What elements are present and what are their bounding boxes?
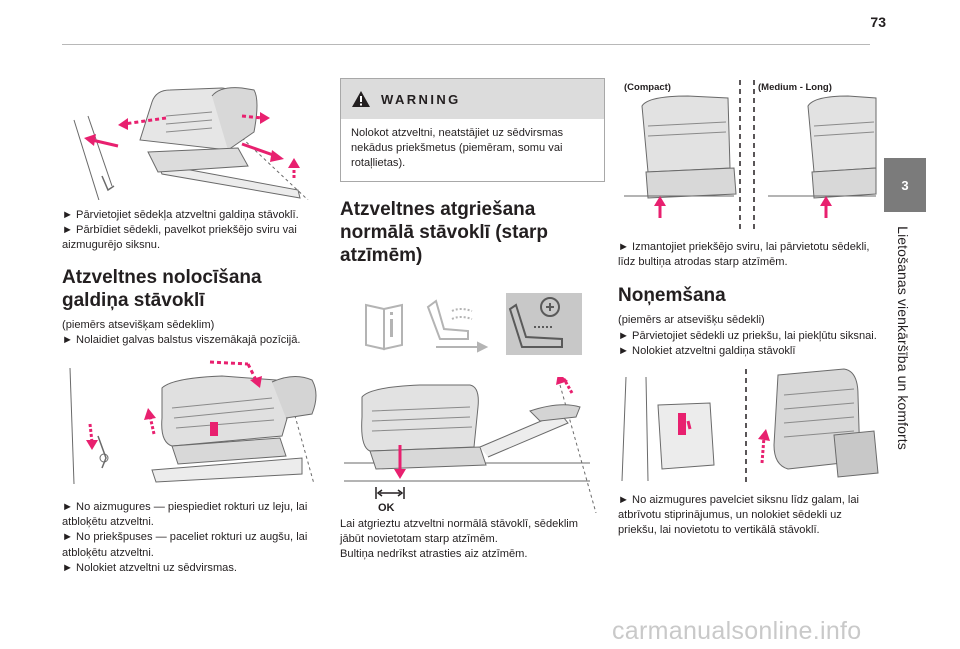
warning-title: WARNING [381, 91, 461, 107]
section-heading-return-normal: Atzveltnes atgriešana normālā stāvoklī (… [340, 198, 605, 267]
instructions-headrest: (piemērs atsevišķam sēdeklim) ► Nolaidie… [62, 318, 327, 348]
step-text: ► No aizmugures — piespiediet rokturi uz… [62, 501, 308, 529]
instructions-markers: Lai atgrieztu atzveltni normālā stāvoklī… [340, 517, 605, 563]
step-text: ► Nolokiet atzveltni uz sēdvirsmas. [62, 561, 237, 574]
chapter-tab[interactable]: 3 [884, 158, 926, 212]
strap-highlight [678, 413, 686, 436]
warning-text: Nolokot atzveltni, neatstājiet uz sēdvir… [351, 127, 564, 170]
step-text: Lai atgrieztu atzveltni normālā stāvoklī… [340, 517, 579, 545]
label-medium-long: (Medium - Long) [758, 82, 832, 93]
chapter-title-text: Lietošanas vienkāršība un komforts [895, 225, 912, 450]
instructions-remove-strap: ► No aizmugures pavelciet siksnu līdz ga… [618, 493, 883, 539]
step-text: Bultiņa nedrīkst atrasties aiz atzīmēm. [340, 548, 528, 561]
instructions-slide: ► Pārvietojiet sēdekļa atzveltni galdiņa… [62, 208, 327, 254]
example-note: (piemērs atsevišķam sēdeklim) [62, 318, 215, 331]
section-heading-table-position: Atzveltnes nolocīšana galdiņa stāvoklī [62, 266, 327, 312]
step-text: ► Pārvietojiet sēdekļa atzveltni galdiņa… [62, 209, 299, 221]
heading-line: atzīmēm) [340, 244, 423, 266]
warning-header: WARNING [341, 79, 604, 119]
instructions-front-lever: ► Izmantojiet priekšējo sviru, lai pārvi… [618, 240, 883, 270]
seat-removal-illustration [621, 368, 879, 484]
heading-line: Atzveltnes nolocīšana [62, 266, 262, 288]
page-number: 73 [870, 14, 886, 30]
warning-triangle-icon [352, 91, 370, 107]
seat-lever-pictogram [506, 292, 582, 355]
step-text: ► Izmantojiet priekšējo sviru, lai pārvi… [618, 241, 870, 269]
step-text: ► Nolaidiet galvas balstus viszemākajā p… [62, 333, 301, 346]
ok-marker-label: OK [378, 502, 395, 513]
instructions-fold: ► No aizmugures — piespiediet rokturi uz… [62, 500, 327, 576]
step-text: ► No aizmugures pavelciet siksnu līdz ga… [618, 494, 859, 537]
info-pictograms [365, 292, 582, 355]
chapter-title: Lietošanas vienkāršība un komforts [880, 220, 926, 455]
step-text: ► Nolokiet atzveltni galdiņa stāvoklī [618, 344, 796, 357]
heading-line: galdiņa stāvoklī [62, 289, 205, 311]
instructions-removal: (piemērs ar atsevišķu sēdekli) ► Pārviet… [618, 313, 883, 359]
column-3: (Compact) (Medium - Long) ► Izmantojiet … [618, 60, 883, 539]
book-info-icon [365, 303, 403, 350]
seat-adjust-pictogram [426, 298, 489, 353]
column-2: WARNING Nolokot atzveltni, neatstājiet u… [340, 60, 605, 562]
warning-box: WARNING Nolokot atzveltni, neatstājiet u… [340, 78, 605, 182]
step-text: ► Pārbīdiet sēdekli, pavelkot priekšējo … [62, 224, 297, 252]
label-compact: (Compact) [624, 82, 671, 93]
watermark: carmanualsonline.info [612, 617, 862, 645]
compact-medium-long-illustration: (Compact) (Medium - Long) [624, 80, 877, 232]
seat-slide-illustration [73, 87, 309, 200]
example-note: (piemērs ar atsevišķu sēdekli) [618, 314, 765, 327]
seat-markers-illustration: OK [344, 376, 597, 513]
fold-backrest-illustration [69, 360, 317, 485]
chapter-number: 3 [901, 177, 909, 193]
section-heading-removal: Noņemšana [618, 285, 726, 307]
column-1: ► Pārvietojiet sēdekļa atzveltni galdiņa… [62, 60, 327, 576]
header-rule [62, 44, 870, 45]
step-text: ► No priekšpuses — paceliet rokturi uz a… [62, 531, 308, 559]
step-text: ► Pārvietojiet sēdekli uz priekšu, lai p… [618, 329, 877, 342]
heading-line: normālā stāvoklī (starp [340, 221, 549, 243]
heading-line: Atzveltnes atgriešana [340, 198, 536, 220]
